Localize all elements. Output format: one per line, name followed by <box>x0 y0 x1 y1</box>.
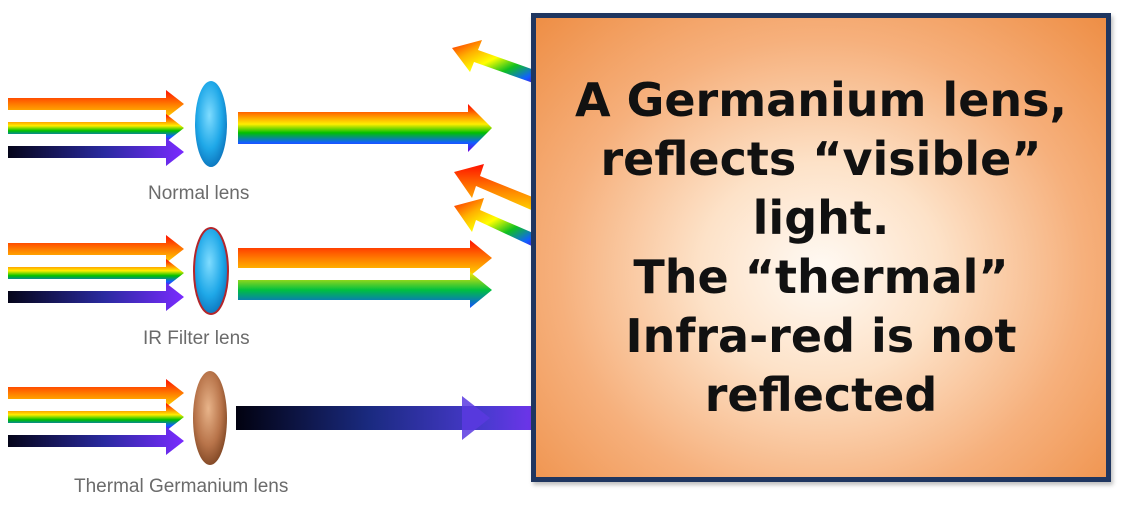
callout-line: The “thermal” <box>633 248 1008 307</box>
callout-line: Infra-red is not <box>625 307 1016 366</box>
incoming-light-arrows-ir <box>8 235 184 311</box>
ir-filter-lens-row <box>8 228 492 314</box>
normal-lens-row <box>8 81 492 167</box>
transmitted-cool-arrow-ir <box>238 272 492 308</box>
normal-lens-caption: Normal lens <box>148 183 249 205</box>
thermal-germanium-lens-caption: Thermal Germanium lens <box>74 476 288 498</box>
transmitted-light-arrow-normal <box>238 104 492 152</box>
germanium-lens-row <box>8 371 570 465</box>
infrared-arrow-head-secondary <box>462 396 490 440</box>
callout-line: A Germanium lens, <box>575 71 1067 130</box>
reflected-arrow-top <box>452 40 540 84</box>
callout-line: reflected <box>705 366 938 425</box>
transmitted-infrared-arrow <box>236 394 570 442</box>
callout-line: reflects “visible” <box>600 130 1041 189</box>
germanium-lens <box>193 371 227 465</box>
ir-filter-lens-caption: IR Filter lens <box>143 328 250 350</box>
incoming-light-arrows-thermal <box>8 379 184 455</box>
transmitted-warm-arrow-ir <box>238 240 492 276</box>
explanation-callout-box: A Germanium lens, reflects “visible” lig… <box>531 13 1111 482</box>
ir-filter-lens <box>194 228 228 314</box>
normal-lens <box>195 81 227 167</box>
callout-line: light. <box>753 189 890 248</box>
incoming-light-arrows-normal <box>8 90 184 166</box>
